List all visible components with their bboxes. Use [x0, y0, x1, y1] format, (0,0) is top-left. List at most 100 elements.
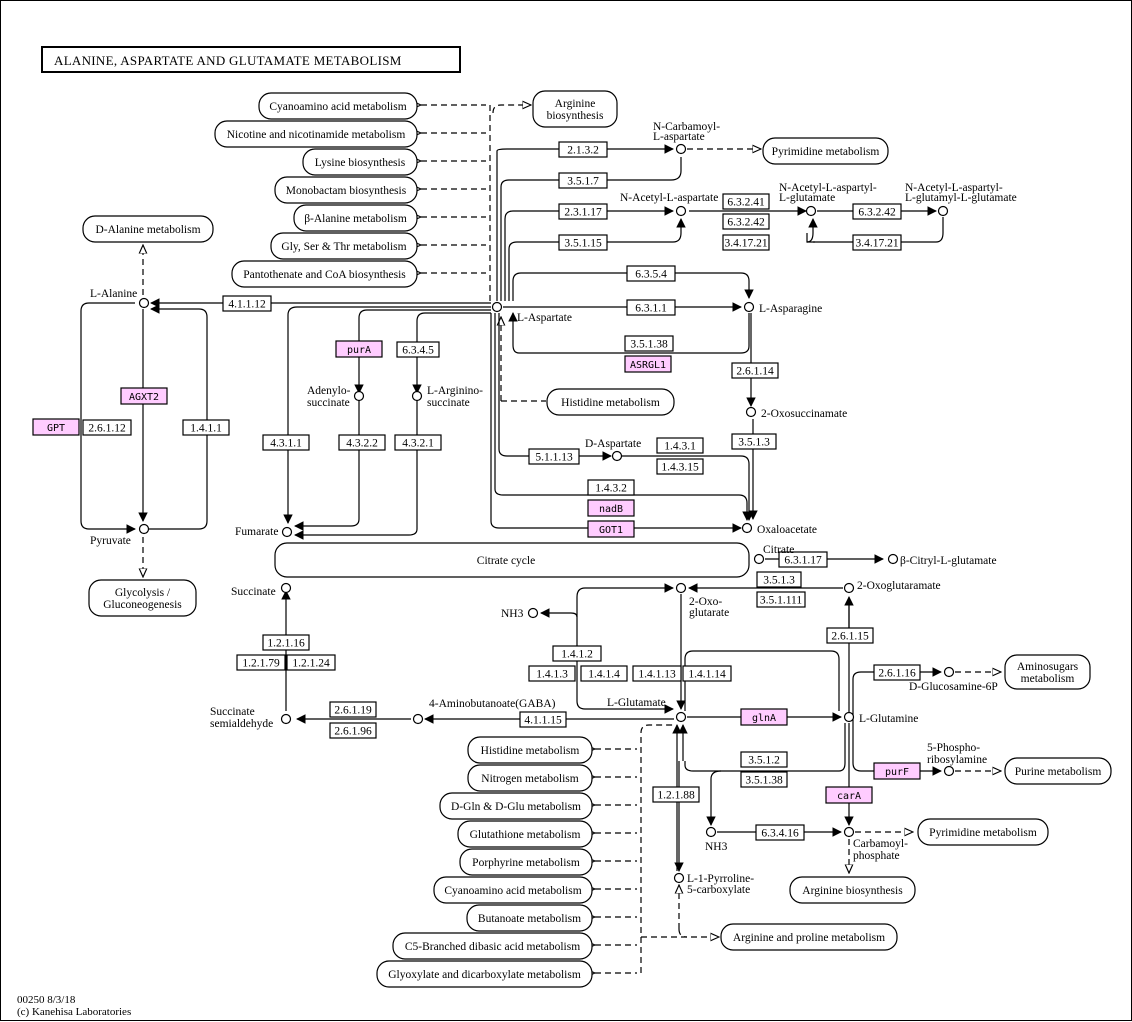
enzyme-box[interactable]: [722, 213, 770, 230]
gene-box[interactable]: [587, 499, 635, 517]
compound-node[interactable]: [675, 143, 687, 155]
enzyme-box[interactable]: [262, 434, 310, 451]
enzyme-box[interactable]: [778, 551, 828, 568]
map-box[interactable]: [231, 260, 418, 288]
enzyme-6-3-4-16[interactable]: 6.3.4.16: [755, 824, 805, 841]
compound-node[interactable]: [745, 406, 757, 418]
map-box[interactable]: [459, 848, 593, 876]
compound-node[interactable]: [412, 713, 424, 725]
compound-node[interactable]: [281, 526, 293, 538]
enzyme-3-5-1-2[interactable]: 3.5.1.2: [740, 751, 788, 768]
map-link-glyserthr[interactable]: Gly, Ser & Thr metabolism: [270, 232, 418, 260]
map-link-glutathione[interactable]: Glutathione metabolism: [457, 820, 593, 848]
map-box[interactable]: [274, 176, 418, 204]
enzyme-box[interactable]: [626, 299, 676, 316]
enzyme-1-2-1-88[interactable]: 1.2.1.88: [652, 786, 700, 803]
gene-cara[interactable]: carA: [825, 786, 873, 804]
compound-node[interactable]: [491, 301, 503, 313]
map-box[interactable]: [376, 960, 593, 988]
enzyme-box[interactable]: [552, 645, 602, 662]
enzyme-box[interactable]: [826, 627, 874, 644]
enzyme-6-3-5-4[interactable]: 6.3.5.4: [626, 265, 676, 282]
map-link-dglndglu[interactable]: D-Gln & D-Glu metabolism: [439, 792, 593, 820]
enzyme-box[interactable]: [558, 234, 608, 251]
enzyme-6-3-2-42[interactable]: 6.3.2.42: [852, 203, 902, 220]
enzyme-2-6-1-96[interactable]: 2.6.1.96: [329, 722, 377, 739]
compound-node[interactable]: [943, 666, 955, 678]
map-link-purine[interactable]: Purine metabolism: [1004, 757, 1112, 785]
enzyme-4-3-1-1[interactable]: 4.3.1.1: [262, 434, 310, 451]
compound-node[interactable]: [805, 205, 817, 217]
map-box[interactable]: [467, 736, 593, 764]
map-link-c5[interactable]: C5-Branched dibasic acid metabolism: [392, 932, 593, 960]
enzyme-2-6-1-15[interactable]: 2.6.1.15: [826, 627, 874, 644]
compound-node[interactable]: [753, 553, 765, 565]
enzyme-1-2-1-79[interactable]: 1.2.1.79: [236, 654, 286, 671]
map-link-cyano-bot[interactable]: Cyanoamino acid metabolism: [433, 876, 593, 904]
map-box[interactable]: [433, 876, 593, 904]
map-box[interactable]: [457, 820, 593, 848]
map-box[interactable]: [270, 232, 418, 260]
enzyme-1-2-1-24[interactable]: 1.2.1.24: [286, 654, 336, 671]
gene-box[interactable]: [335, 340, 383, 358]
compound-node[interactable]: [943, 765, 955, 777]
compound-node[interactable]: [138, 297, 150, 309]
gene-nadb[interactable]: nadB: [587, 499, 635, 517]
enzyme-box[interactable]: [182, 419, 230, 436]
gene-purf[interactable]: purF: [873, 762, 921, 780]
compound-node[interactable]: [887, 553, 899, 565]
compound-node[interactable]: [675, 711, 687, 723]
map-box[interactable]: [546, 388, 675, 416]
map-link-citrate[interactable]: Citrate cycle: [274, 542, 750, 578]
compound-node[interactable]: [937, 205, 949, 217]
enzyme-box[interactable]: [286, 654, 336, 671]
map-link-butanoate[interactable]: Butanoate metabolism: [466, 904, 593, 932]
gene-box[interactable]: [120, 387, 168, 405]
enzyme-1-4-1-4[interactable]: 1.4.1.4: [580, 665, 628, 682]
enzyme-2-6-1-12[interactable]: 2.6.1.12: [82, 419, 132, 436]
enzyme-box[interactable]: [329, 701, 377, 718]
gene-box[interactable]: [624, 355, 672, 373]
map-box[interactable]: [439, 792, 593, 820]
map-link-dalanine[interactable]: D-Alanine metabolism: [82, 215, 214, 243]
enzyme-box[interactable]: [656, 458, 704, 475]
enzyme-box[interactable]: [82, 419, 132, 436]
enzyme-5-1-1-13[interactable]: 5.1.1.13: [528, 448, 580, 465]
map-box[interactable]: [1004, 757, 1112, 785]
enzyme-2-6-1-14[interactable]: 2.6.1.14: [731, 362, 779, 379]
enzyme-1-4-3-1[interactable]: 1.4.3.1: [656, 437, 704, 454]
enzyme-3-5-1-3[interactable]: 3.5.1.3: [731, 433, 777, 450]
map-box[interactable]: [532, 90, 618, 128]
enzyme-box[interactable]: [262, 634, 310, 651]
enzyme-box[interactable]: [740, 771, 788, 788]
enzyme-6-3-2-41[interactable]: 6.3.2.41: [722, 193, 770, 210]
enzyme-box[interactable]: [682, 665, 732, 682]
enzyme-box[interactable]: [756, 591, 806, 608]
enzyme-box[interactable]: [626, 265, 676, 282]
enzyme-box[interactable]: [580, 665, 628, 682]
map-box[interactable]: [293, 204, 418, 232]
enzyme-box[interactable]: [528, 448, 580, 465]
enzyme-6-3-4-5[interactable]: 6.3.4.5: [396, 341, 440, 358]
enzyme-3-5-1-3[interactable]: 3.5.1.3: [756, 571, 802, 588]
enzyme-box[interactable]: [329, 722, 377, 739]
enzyme-box[interactable]: [656, 437, 704, 454]
enzyme-box[interactable]: [338, 434, 386, 451]
map-box[interactable]: [466, 904, 593, 932]
map-link-pyrimidine-top[interactable]: Pyrimidine metabolism: [762, 137, 889, 165]
enzyme-box[interactable]: [722, 234, 770, 251]
enzyme-3-5-1-15[interactable]: 3.5.1.15: [558, 234, 608, 251]
enzyme-4-3-2-1[interactable]: 4.3.2.1: [394, 434, 442, 451]
enzyme-3-5-1-111[interactable]: 3.5.1.111: [756, 591, 806, 608]
gene-box[interactable]: [740, 708, 788, 726]
enzyme-3-4-17-21[interactable]: 3.4.17.21: [722, 234, 770, 251]
compound-node[interactable]: [353, 390, 365, 402]
enzyme-box[interactable]: [558, 203, 608, 220]
map-link-histidine-bot[interactable]: Histidine metabolism: [467, 736, 593, 764]
enzyme-1-4-1-3[interactable]: 1.4.1.3: [528, 665, 576, 682]
compound-node[interactable]: [611, 450, 623, 462]
map-link-histidine-mid[interactable]: Histidine metabolism: [546, 388, 675, 416]
map-box[interactable]: [1004, 654, 1091, 690]
map-link-glyoxylate[interactable]: Glyoxylate and dicarboxylate metabolism: [376, 960, 593, 988]
